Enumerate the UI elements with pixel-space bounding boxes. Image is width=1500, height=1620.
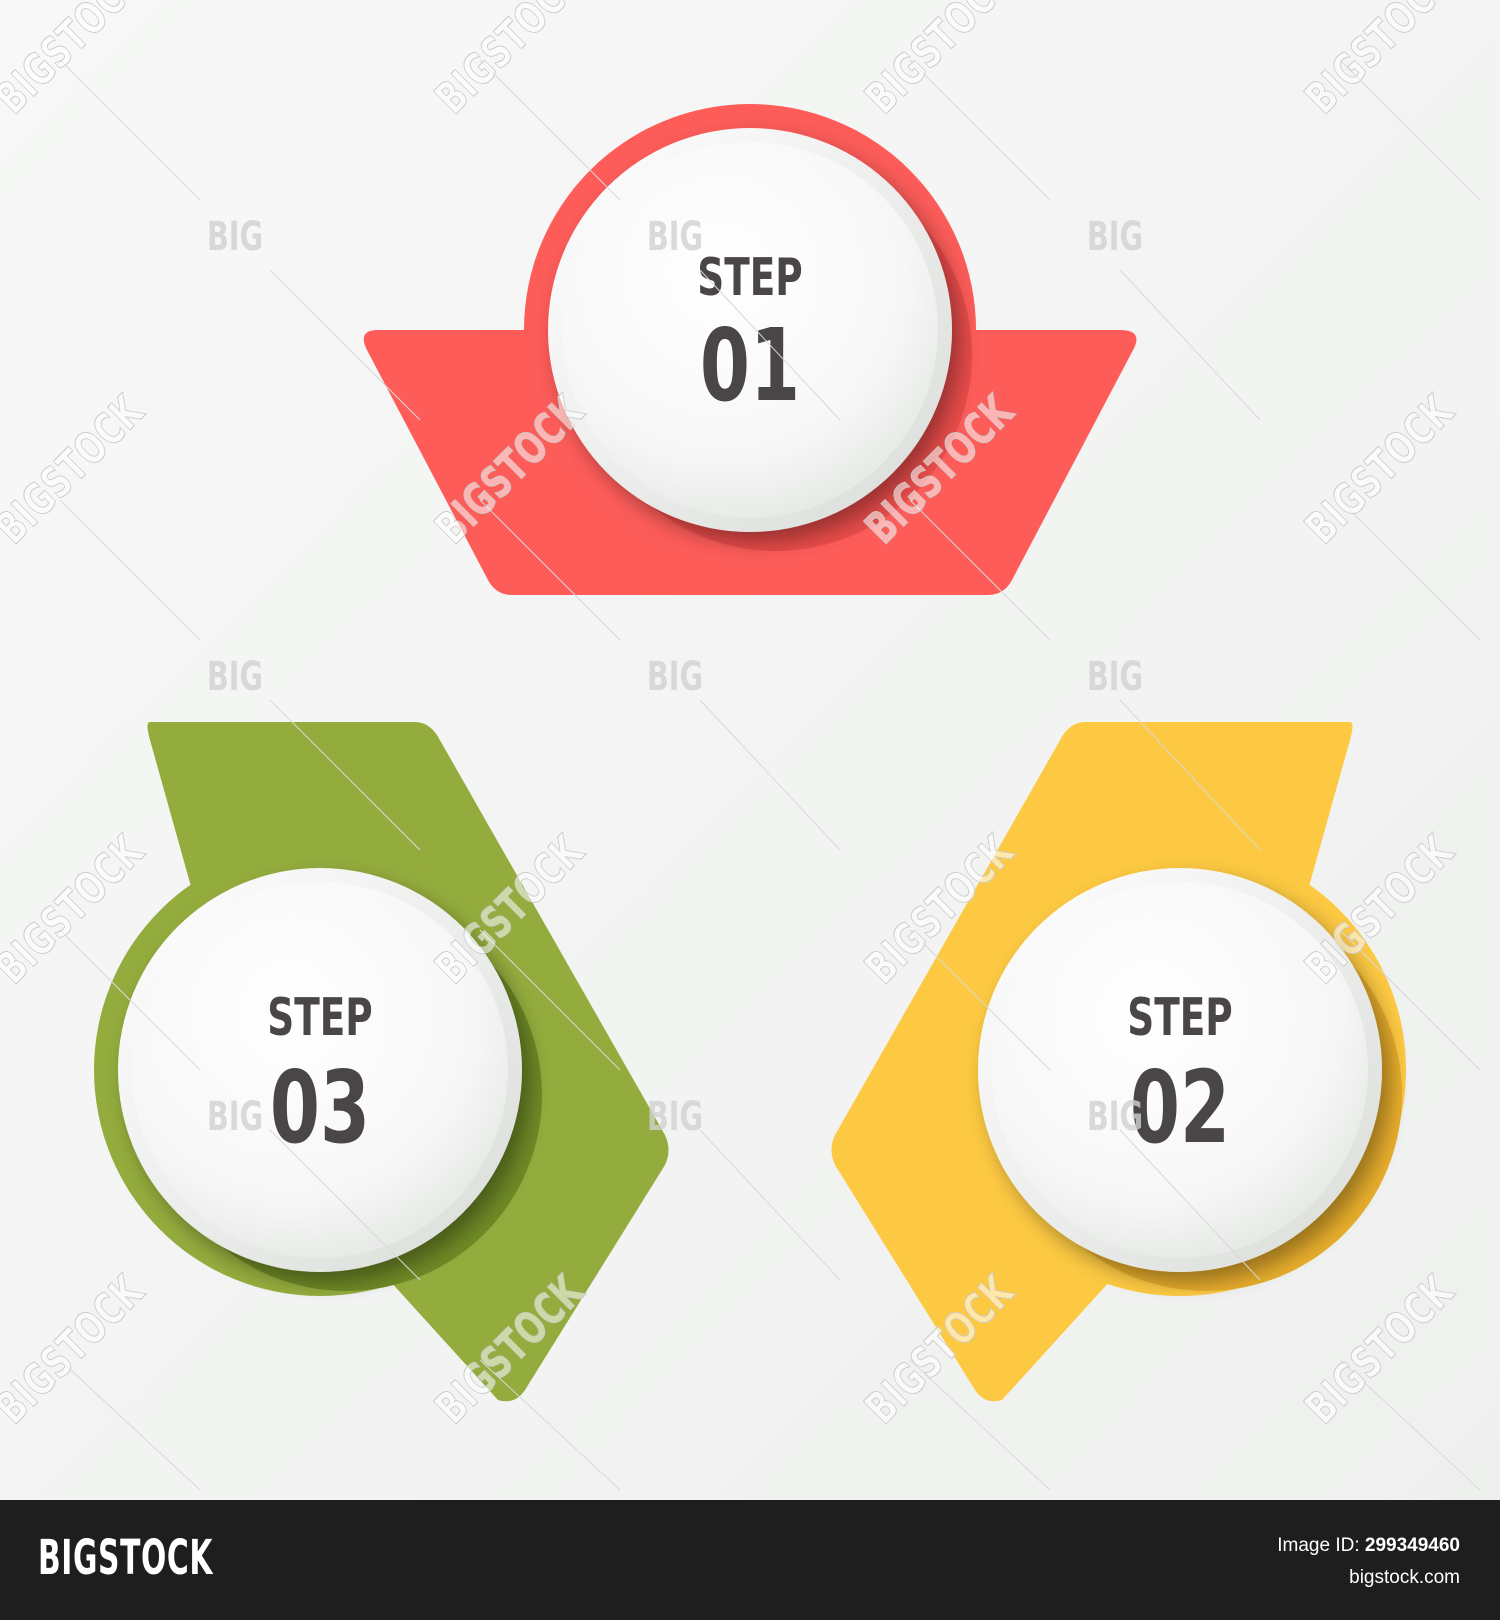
watermark-line bbox=[59, 59, 201, 201]
watermark-word: BIGSTOCK bbox=[0, 0, 154, 124]
watermark-line bbox=[269, 269, 421, 421]
watermark-line bbox=[59, 1359, 201, 1491]
watermark-line bbox=[1339, 1359, 1481, 1491]
image-id-value: 299349460 bbox=[1364, 1535, 1460, 1556]
step-02-disc-face bbox=[992, 882, 1368, 1258]
watermark-line bbox=[59, 929, 201, 1071]
watermark-big: BIG bbox=[647, 214, 703, 260]
image-id-line: Image ID: 299349460 bbox=[1277, 1530, 1460, 1562]
watermark-line bbox=[909, 929, 1051, 1071]
footer-logo: BIGSTOCK bbox=[38, 1530, 214, 1586]
step-02-label: STEP bbox=[1127, 987, 1232, 1048]
watermark-line bbox=[699, 269, 841, 421]
step-01-label: STEP bbox=[697, 247, 802, 308]
watermark-big: BIG bbox=[647, 654, 703, 700]
watermark-word: BIGSTOCK bbox=[856, 0, 1025, 124]
step-03-disc-face bbox=[132, 882, 508, 1258]
watermark-line bbox=[909, 1359, 1051, 1491]
watermark-big: BIG bbox=[1087, 654, 1143, 700]
watermark-line bbox=[479, 59, 621, 201]
watermark-big: BIG bbox=[207, 214, 263, 260]
step-01-group: STEP 01 bbox=[363, 104, 1137, 595]
watermark-line bbox=[479, 1359, 621, 1491]
watermark-line bbox=[59, 499, 201, 641]
watermark-line bbox=[1339, 929, 1481, 1071]
watermark-line bbox=[1119, 1129, 1261, 1281]
watermark-line bbox=[1119, 699, 1261, 851]
watermark-line bbox=[909, 59, 1051, 201]
step-03-number: 03 bbox=[270, 1049, 370, 1166]
watermark-big: BIG bbox=[207, 654, 263, 700]
watermark-line bbox=[699, 1129, 841, 1281]
watermark-big: BIG bbox=[647, 1094, 703, 1140]
watermark-word: BIGSTOCK bbox=[0, 385, 154, 554]
watermark-line bbox=[269, 1129, 421, 1281]
watermark-big: BIG bbox=[1087, 1094, 1143, 1140]
image-id-label: Image ID: bbox=[1277, 1535, 1360, 1556]
watermark-line bbox=[1339, 499, 1481, 641]
watermark-line bbox=[1339, 59, 1481, 201]
footer-bar: BIGSTOCK Image ID: 299349460 bigstock.co… bbox=[0, 1500, 1500, 1620]
footer-image-info: Image ID: 299349460 bigstock.com bbox=[1277, 1530, 1460, 1594]
step-02-number: 02 bbox=[1130, 1049, 1230, 1166]
footer-site: bigstock.com bbox=[1349, 1567, 1460, 1588]
watermark-big: BIG bbox=[1087, 214, 1143, 260]
watermark-word: BIGSTOCK bbox=[0, 1265, 154, 1434]
watermark-word: BIGSTOCK bbox=[426, 0, 595, 124]
watermark-word: BIGSTOCK bbox=[1296, 1265, 1465, 1434]
watermark-line bbox=[1119, 269, 1261, 421]
step-01-number: 01 bbox=[700, 307, 800, 424]
step-03-label: STEP bbox=[267, 987, 372, 1048]
watermark-line bbox=[699, 699, 841, 851]
watermark-line bbox=[479, 499, 621, 641]
watermark-line bbox=[269, 699, 421, 851]
step-03-group: STEP 03 bbox=[94, 722, 669, 1402]
step-01-disc-face bbox=[562, 142, 938, 518]
step-infographic: STEP 01 STEP 03 STEP 02 BIGSTOCK BIGSTOCK… bbox=[0, 0, 1481, 1491]
step-02-group: STEP 02 bbox=[831, 722, 1406, 1402]
watermark-word: BIGSTOCK bbox=[1296, 0, 1465, 124]
watermark-line bbox=[479, 929, 621, 1071]
watermark-word: BIGSTOCK bbox=[1296, 385, 1465, 554]
watermark-line bbox=[909, 499, 1051, 641]
watermark-big: BIG bbox=[207, 1094, 263, 1140]
